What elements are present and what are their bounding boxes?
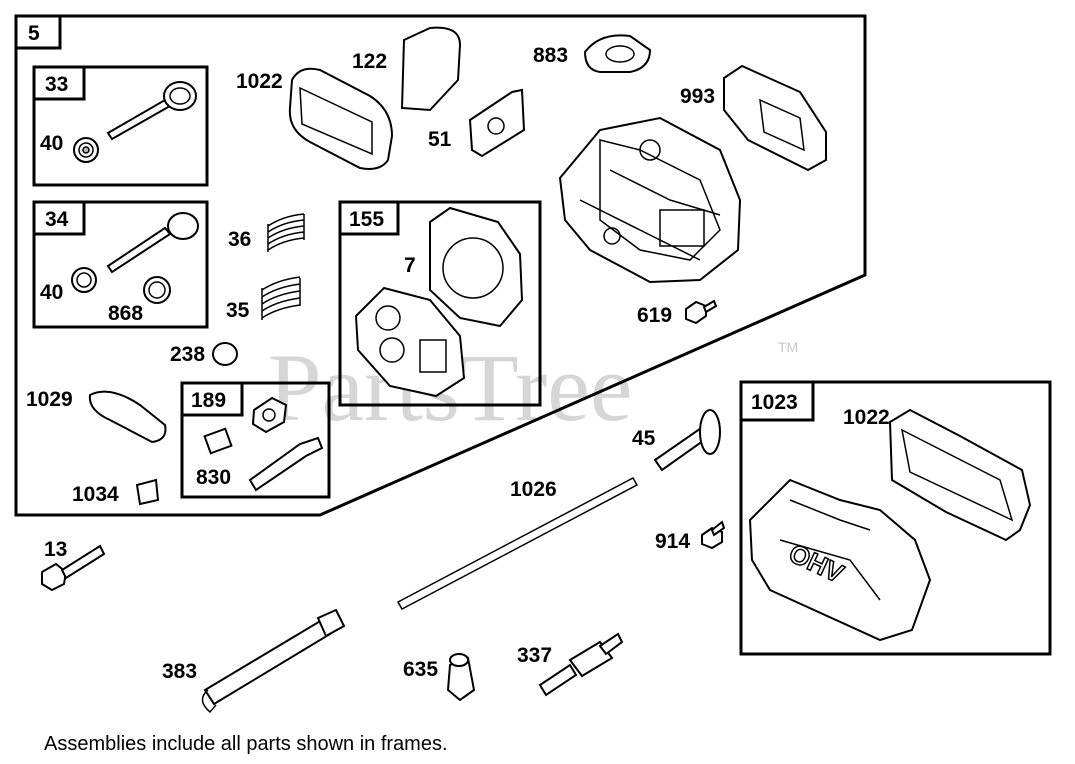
plug-boot-drawing	[446, 653, 476, 702]
part-label-993: 993	[680, 85, 715, 108]
part-label-883: 883	[533, 44, 568, 67]
frame-1023	[739, 380, 1052, 656]
bolt-13-drawing	[41, 544, 106, 592]
part-label-914: 914	[655, 530, 690, 553]
caption-note: Assemblies include all parts shown in fr…	[44, 733, 448, 755]
clip-1034-drawing	[135, 478, 160, 506]
frame-33	[32, 65, 209, 187]
frame-34	[32, 200, 209, 329]
frame-155-label: 155	[349, 208, 384, 231]
spark-plug-drawing	[538, 632, 624, 697]
rocker-arm-drawing	[88, 390, 167, 444]
tool-383-drawing	[201, 608, 346, 714]
rocker-stud-drawing	[203, 396, 324, 492]
valve-spring-35-drawing	[261, 276, 301, 320]
head-gasket-drawing	[354, 206, 524, 398]
part-label-635: 635	[403, 658, 438, 681]
intake-valve-drawing	[73, 81, 197, 163]
part-label-1022a: 1022	[236, 70, 283, 93]
pushrod-drawing	[396, 476, 639, 611]
plate-122-drawing	[400, 26, 462, 112]
part-label-337: 337	[517, 644, 552, 667]
part-label-868: 868	[108, 302, 143, 325]
part-label-45: 45	[632, 427, 656, 450]
part-label-619: 619	[637, 304, 672, 327]
bolt-619-drawing	[685, 299, 718, 325]
frame-5	[14, 14, 867, 517]
frame-34-label: 34	[45, 208, 69, 231]
part-label-1034: 1034	[72, 483, 119, 506]
valve-cover-drawing: OHV	[748, 408, 1032, 642]
valve-cover-gasket-drawing	[288, 67, 394, 170]
frame-189	[180, 381, 331, 499]
pushrod-guide-drawing	[653, 409, 721, 472]
frame-5-label: 5	[28, 22, 40, 45]
part-label-40b: 40	[40, 281, 63, 304]
exhaust-valve-drawing	[71, 212, 199, 304]
valve-spring-36-drawing	[267, 213, 305, 252]
gasket-51-drawing	[468, 88, 526, 158]
plug-238-drawing	[212, 342, 238, 366]
frame-189-label: 189	[191, 389, 226, 412]
part-label-7: 7	[404, 254, 416, 277]
watermark-trademark: TM	[778, 339, 798, 355]
part-label-830: 830	[196, 466, 231, 489]
part-label-383: 383	[162, 660, 197, 683]
part-label-1022b: 1022	[843, 406, 890, 429]
gasket-993-drawing	[723, 64, 827, 172]
frame-155	[338, 200, 542, 407]
gasket-883-drawing	[583, 34, 652, 73]
part-label-122: 122	[352, 50, 387, 73]
frame-1023-label: 1023	[751, 391, 798, 414]
part-label-36: 36	[228, 228, 251, 251]
frame-33-label: 33	[45, 73, 68, 96]
part-label-51: 51	[428, 128, 452, 151]
part-label-13: 13	[44, 538, 67, 561]
part-label-238: 238	[170, 343, 205, 366]
bolt-914-drawing	[701, 520, 726, 550]
part-label-40a: 40	[40, 132, 63, 155]
part-label-1029: 1029	[26, 388, 73, 411]
part-label-35: 35	[226, 299, 250, 322]
part-label-1026: 1026	[510, 478, 557, 501]
cylinder-head-drawing	[558, 116, 742, 284]
